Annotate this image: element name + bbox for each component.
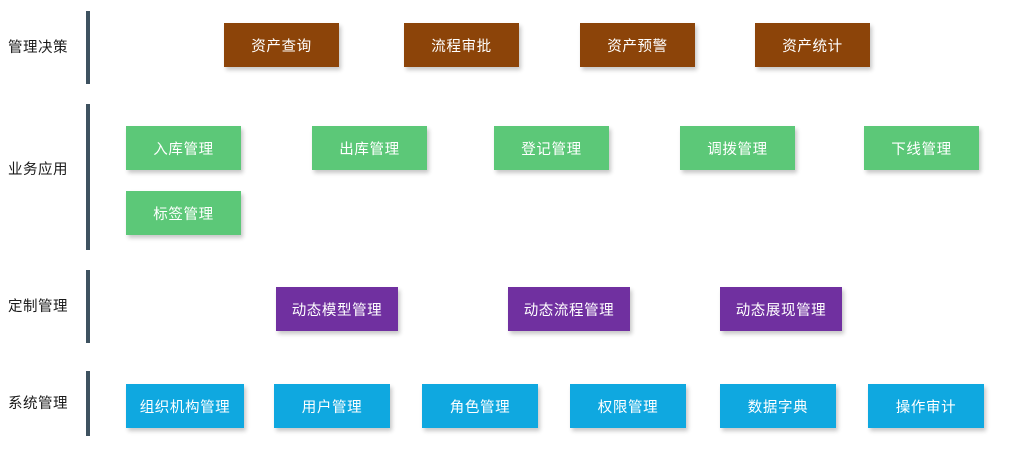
layer-label-custom: 定制管理 (8, 299, 68, 315)
node-label: 出库管理 (339, 141, 400, 158)
node-business-2[interactable]: 登记管理 (494, 126, 609, 170)
node-label: 数据字典 (747, 399, 809, 416)
layer-container-custom: 动态模型管理 动态流程管理 动态展现管理 (86, 270, 842, 343)
node-decision-3[interactable]: 资产统计 (755, 23, 870, 67)
node-system-4[interactable]: 数据字典 (720, 384, 836, 428)
node-label: 调拨管理 (707, 141, 768, 158)
node-business-5[interactable]: 标签管理 (126, 191, 241, 235)
node-system-1[interactable]: 用户管理 (274, 384, 390, 428)
node-system-2[interactable]: 角色管理 (422, 384, 538, 428)
node-business-1[interactable]: 出库管理 (312, 126, 427, 170)
node-business-4[interactable]: 下线管理 (864, 126, 979, 170)
node-label: 动态展现管理 (735, 302, 827, 319)
layer-container-decision: 资产查询 流程审批 资产预警 资产统计 (86, 11, 870, 84)
node-system-5[interactable]: 操作审计 (868, 384, 984, 428)
layer-container-business: 入库管理 出库管理 登记管理 调拨管理 下线管理标签管理 (86, 104, 979, 250)
node-business-3[interactable]: 调拨管理 (680, 126, 795, 170)
node-custom-1[interactable]: 动态流程管理 (508, 287, 630, 331)
node-label: 入库管理 (153, 141, 214, 158)
node-label: 下线管理 (891, 141, 952, 158)
node-system-3[interactable]: 权限管理 (570, 384, 686, 428)
node-custom-2[interactable]: 动态展现管理 (720, 287, 842, 331)
node-business-0[interactable]: 入库管理 (126, 126, 241, 170)
node-custom-0[interactable]: 动态模型管理 (276, 287, 398, 331)
layer-container-system: 组织机构管理 用户管理 角色管理 权限管理 数据字典 操作审计 (86, 371, 984, 436)
node-label: 标签管理 (153, 206, 214, 223)
layer-label-business: 业务应用 (8, 162, 68, 178)
node-label: 动态流程管理 (523, 302, 615, 319)
node-system-0[interactable]: 组织机构管理 (126, 384, 244, 428)
node-label: 用户管理 (301, 399, 363, 416)
node-label: 资产查询 (251, 38, 312, 55)
node-decision-0[interactable]: 资产查询 (224, 23, 339, 67)
layer-label-system: 系统管理 (8, 396, 68, 412)
node-label: 资产统计 (782, 38, 843, 55)
node-label: 登记管理 (521, 141, 582, 158)
node-label: 资产预警 (607, 38, 668, 55)
node-label: 操作审计 (895, 399, 957, 416)
layer-label-decision: 管理决策 (8, 40, 68, 56)
node-decision-1[interactable]: 流程审批 (404, 23, 519, 67)
node-label: 角色管理 (449, 399, 511, 416)
node-label: 权限管理 (597, 399, 659, 416)
node-label: 组织机构管理 (139, 399, 231, 416)
node-decision-2[interactable]: 资产预警 (580, 23, 695, 67)
node-label: 流程审批 (431, 38, 492, 55)
node-label: 动态模型管理 (291, 302, 383, 319)
